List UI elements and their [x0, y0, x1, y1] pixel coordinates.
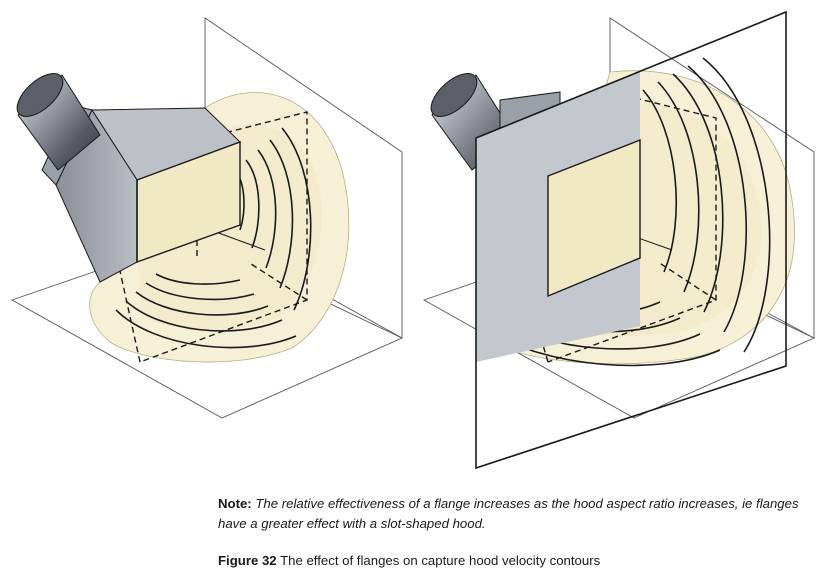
flange-plate [475, 10, 787, 470]
contour-arcs [115, 127, 312, 349]
flange-outline [475, 10, 787, 470]
flanged-hood-figure [422, 10, 816, 470]
flange-diagram [10, 10, 816, 470]
note-label: Note: [218, 496, 252, 511]
hood-opening [547, 138, 641, 298]
figure-title: The effect of flanges on capture hood ve… [280, 553, 601, 568]
note-text: The relative effectiveness of a flange i… [218, 496, 799, 531]
duct [16, 73, 101, 171]
figure-caption: Figure 32 The effect of flanges on captu… [218, 553, 600, 568]
note-paragraph: Note: The relative effectiveness of a fl… [218, 494, 818, 534]
unflanged-hood-figure [10, 17, 404, 419]
figure-number: Figure 32 [218, 553, 277, 568]
flange-surface [476, 72, 640, 362]
